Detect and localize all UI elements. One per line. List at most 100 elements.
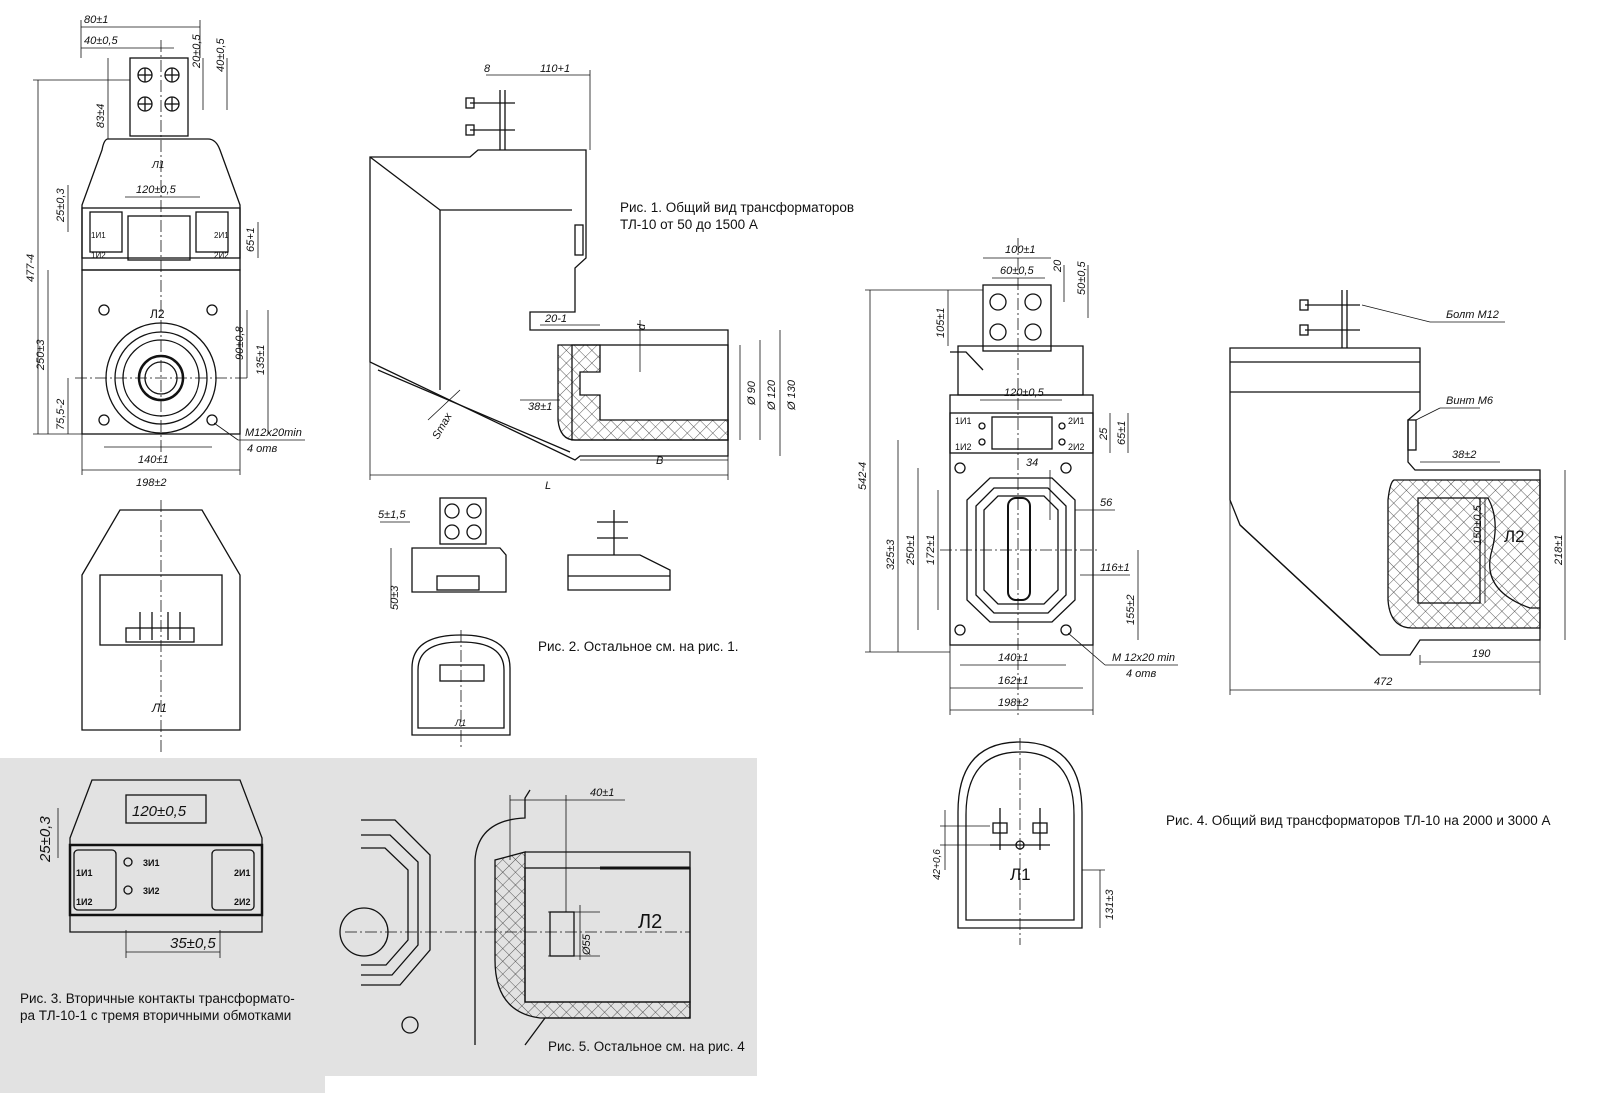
fig1-back-l1: Л1 — [151, 701, 167, 715]
fig4-side-l2: Л2 — [1504, 527, 1525, 546]
fig4-dim-116: 116±1 — [1100, 562, 1130, 574]
fig1-terminal-l2: Л2 — [150, 307, 165, 321]
fig4-dim-162: 162±1 — [998, 675, 1029, 687]
fig4-side-dim-38: 38±2 — [1452, 449, 1476, 461]
fig4-contact-1i2: 1И2 — [955, 442, 971, 452]
fig1-side-dim-o130: Ø 130 — [786, 379, 798, 411]
fig1-side-dim-d: d — [636, 323, 648, 330]
fig1-dim-120: 120±0,5 — [136, 184, 177, 196]
fig1-contact-2i1: 2И1 — [214, 231, 229, 240]
fig3-caption-line1: Рис. 3. Вторичные контакты трансформато- — [20, 991, 295, 1006]
fig4-contact-2i1: 2И1 — [1068, 416, 1084, 426]
fig1-dim-75: 75,5-2 — [55, 399, 67, 430]
fig1-side-dim-o90: Ø 90 — [746, 380, 758, 406]
fig3-caption-line2: ра ТЛ-10-1 с тремя вторичными обмотками — [20, 1008, 292, 1023]
fig4-screw-note: Винт М6 — [1446, 395, 1494, 407]
fig4-back-view — [940, 738, 1105, 945]
fig1-thread-note: M12x20min — [245, 427, 302, 439]
fig1-back-view — [81, 500, 241, 752]
fig4-bolt-note: Болт М12 — [1446, 309, 1499, 321]
fig1-caption-line2: ТЛ-10 от 50 до 1500 А — [620, 217, 758, 232]
fig1-dim-40: 40±0,5 — [84, 35, 118, 47]
fig5-section-view — [339, 789, 691, 1046]
fig2-views — [380, 497, 671, 750]
fig1-dim-20: 20±0,5 — [191, 34, 203, 69]
fig1-side-dim-20: 20-1 — [544, 313, 567, 325]
fig4-side-dim-190: 190 — [1472, 648, 1491, 660]
fig4-dim-155: 155±2 — [1125, 594, 1137, 625]
fig4-front-view — [865, 238, 1178, 715]
fig1-terminal-l1: Л1 — [151, 160, 164, 171]
fig1-contact-2i2: 2И2 — [214, 251, 229, 260]
fig3-contact-1i1: 1И1 — [76, 868, 92, 878]
fig4-contact-1i1: 1И1 — [955, 416, 971, 426]
fig3-contact-1i2: 1И2 — [76, 897, 92, 907]
fig4-back-dim-131: 131±3 — [1104, 889, 1116, 920]
fig1-side-dim-38: 38±1 — [528, 401, 552, 413]
fig1-caption-line1: Рис. 1. Общий вид трансформаторов — [620, 200, 855, 215]
fig4-thread-note: M 12x20 min — [1112, 652, 1175, 664]
fig1-dim-40v: 40±0,5 — [215, 38, 227, 72]
fig4-dim-65: 65±1 — [1116, 421, 1128, 445]
fig4-dim-250: 250±1 — [905, 534, 917, 566]
fig1-dim-140: 140±1 — [138, 454, 169, 466]
fig4-back-l1: Л1 — [1010, 865, 1031, 884]
fig4-dim-100: 100±1 — [1005, 244, 1036, 256]
fig1-dim-25: 25±0,3 — [55, 188, 67, 223]
fig4-caption: Рис. 4. Общий вид трансформаторов ТЛ-10 … — [1166, 813, 1551, 828]
fig5-caption: Рис. 5. Остальное см. на рис. 4 — [548, 1039, 745, 1054]
fig4-back-dim-42: 42+0,6 — [932, 849, 943, 880]
fig1-side-dim-L: L — [545, 480, 551, 492]
fig4-dim-60: 60±0,5 — [1000, 265, 1034, 277]
fig3-background-panel — [0, 758, 325, 1093]
fig3-caption: Рис. 3. Вторичные контакты трансформато-… — [20, 990, 295, 1024]
fig3-contact-3i2: 3И2 — [143, 886, 159, 896]
fig4-dim-20: 20 — [1052, 259, 1064, 273]
fig3-contact-2i2: 2И2 — [234, 897, 250, 907]
fig1-contact-1i2: 1И2 — [91, 251, 106, 260]
fig4-dim-25: 25 — [1098, 427, 1110, 441]
fig4-dim-105: 105±1 — [935, 307, 947, 338]
fig1-holes-note: 4 отв — [247, 443, 277, 455]
fig5-dim-40: 40±1 — [590, 787, 614, 799]
fig4-dim-542: 542-4 — [857, 462, 869, 490]
fig4-dim-50: 50±0,5 — [1076, 261, 1088, 295]
fig4-side-view — [1229, 290, 1566, 695]
fig3-dim-120: 120±0,5 — [132, 803, 187, 820]
fig1-contact-1i1: 1И1 — [91, 231, 106, 240]
fig4-dim-172: 172±1 — [925, 534, 937, 565]
fig1-dim-250: 250±3 — [35, 339, 47, 371]
fig2-dim-5: 5±1,5 — [378, 509, 406, 521]
fig1-dim-135: 135±1 — [255, 344, 267, 375]
fig1-dim-80: 80±1 — [84, 14, 108, 26]
fig4-contact-2i2: 2И2 — [1068, 442, 1084, 452]
fig5-l2: Л2 — [638, 911, 662, 933]
fig3-contact-2i1: 2И1 — [234, 868, 250, 878]
fig4-dim-34: 34 — [1026, 457, 1038, 469]
fig4-dim-325: 325±3 — [885, 539, 897, 570]
fig4-dim-56: 56 — [1100, 497, 1113, 509]
fig1-dim-65: 65+1 — [245, 227, 257, 252]
fig1-side-view — [369, 70, 781, 480]
fig2-l1: Л1 — [454, 718, 466, 728]
fig1-dim-83: 83±4 — [95, 104, 107, 128]
fig1-side-dim-o120: Ø 120 — [766, 379, 778, 411]
fig4-holes-note: 4 отв — [1126, 668, 1156, 680]
fig4-side-dim-150: 150±0,5 — [1472, 504, 1484, 545]
fig2-dim-50: 50±3 — [389, 585, 401, 610]
fig1-dim-477: 477-4 — [25, 254, 37, 282]
fig3-dim-35: 35±0,5 — [170, 935, 216, 952]
fig4-side-dim-218: 218±1 — [1553, 534, 1565, 566]
fig4-side-dim-472: 472 — [1374, 676, 1392, 688]
fig2-caption: Рис. 2. Остальное см. на рис. 1. — [538, 639, 739, 654]
fig1-side-dim-110: 110+1 — [540, 63, 570, 75]
fig3-dim-25: 25±0,3 — [37, 816, 54, 863]
fig1-front-view — [33, 20, 305, 475]
fig1-side-dim-8: 8 — [484, 63, 491, 75]
fig5-dim-55: Ø55 — [581, 933, 593, 956]
fig1-dim-90: 90±0,8 — [234, 326, 246, 360]
fig4-dim-198: 198±2 — [998, 697, 1029, 709]
fig1-side-dim-B: B — [656, 455, 663, 467]
